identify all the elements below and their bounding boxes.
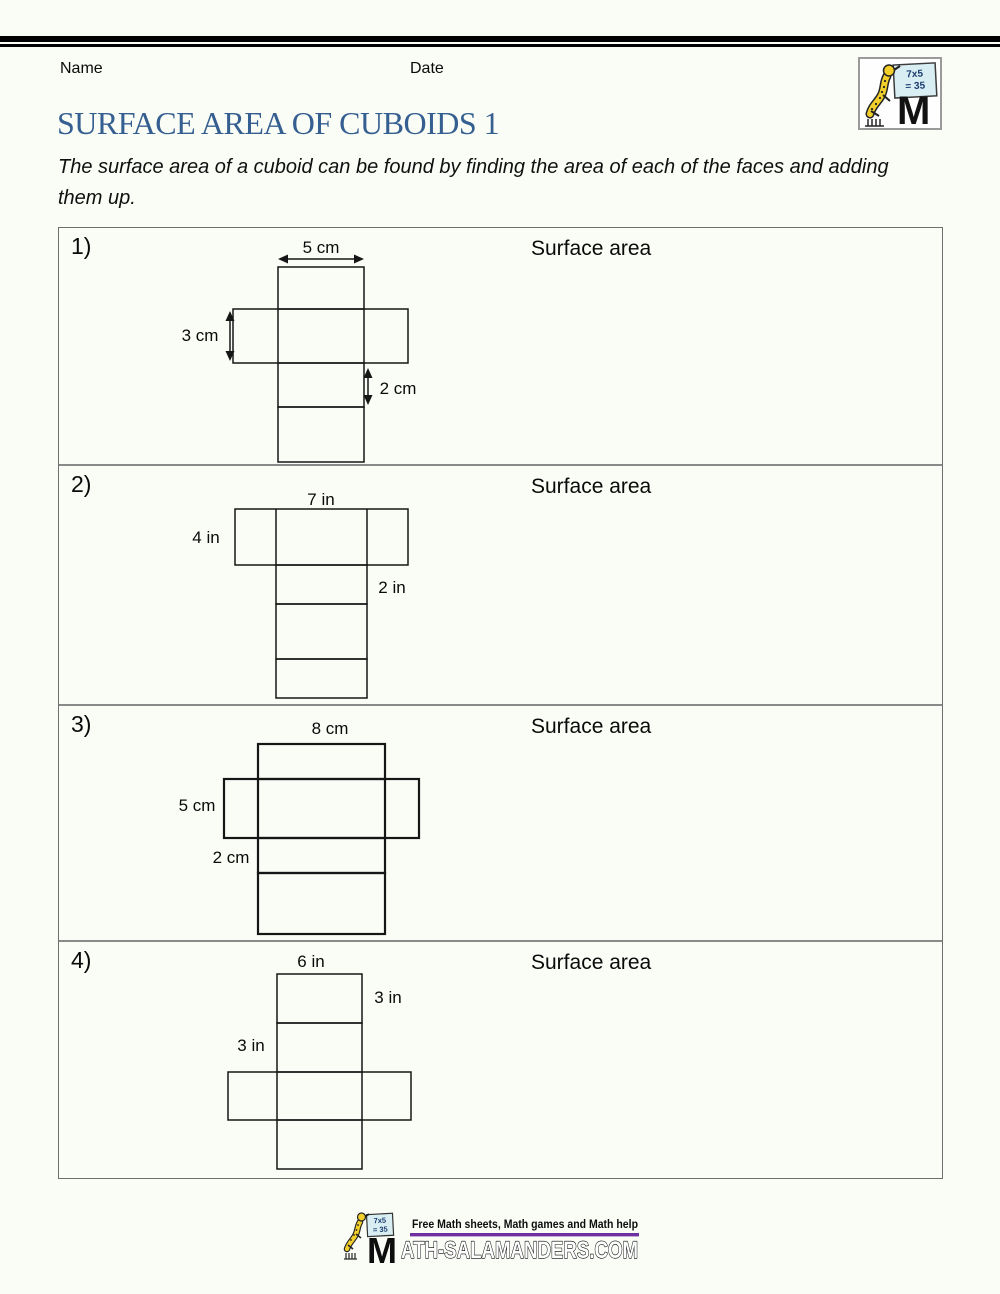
whiteboard-icon: 7x5 = 35	[892, 62, 938, 99]
cuboid-net-3: 8 cm 5 cm 2 cm	[179, 719, 421, 936]
depth-dimension-label: 2 cm	[380, 379, 417, 398]
footer-purple-rule	[410, 1233, 639, 1237]
height-dimension-label: 3 in	[237, 1036, 264, 1055]
svg-text:= 35: = 35	[373, 1225, 388, 1235]
net-faces	[222, 742, 421, 936]
depth-dimension-label: 2 cm	[213, 848, 250, 867]
depth-dimension-label: 3 in	[374, 988, 401, 1007]
height-dimension-label: 5 cm	[179, 796, 216, 815]
problem-number: 1)	[71, 233, 92, 259]
cuboid-net-4: 6 in 3 in 3 in	[227, 952, 412, 1170]
width-dimension-label: 5 cm	[303, 238, 340, 257]
page-title: SURFACE AREA OF CUBOIDS 1	[57, 105, 500, 141]
problem-row-3: 3) Surface area 8 cm 5 cm 2 cm	[59, 704, 942, 940]
logo-graphic: 7x5 = 35 M	[865, 62, 938, 133]
problem-row-1: 1) Surface area 5 cm	[59, 228, 942, 464]
depth-dimension-label: 2 in	[378, 578, 405, 597]
net-faces	[232, 266, 409, 463]
height-dimension-label: 4 in	[192, 528, 219, 547]
svg-text:7x5: 7x5	[906, 69, 924, 81]
salamander-icon	[865, 64, 901, 127]
problem-number: 4)	[71, 947, 92, 973]
top-divider-bar	[0, 36, 1000, 47]
math-salamanders-logo: 7x5 = 35 M	[858, 57, 942, 133]
svg-text:= 35: = 35	[905, 80, 926, 92]
problem-row-4: 4) Surface area 6 in 3 in 3 in	[59, 940, 942, 1178]
surface-area-label: Surface area	[531, 951, 652, 974]
net-faces	[227, 973, 412, 1170]
surface-area-label: Surface area	[531, 715, 652, 738]
depth-dimension-arrow	[363, 368, 373, 405]
footer-m-letter: M	[367, 1230, 397, 1270]
cuboid-net-2: 7 in 4 in 2 in	[192, 490, 409, 699]
instructions-text: The surface area of a cuboid can be foun…	[58, 152, 889, 214]
footer-branding: Free Math sheets, Math games and Math he…	[343, 1212, 639, 1270]
height-dimension-arrow	[225, 311, 235, 361]
logo-m-letter: M	[897, 89, 930, 128]
footer-site-name: ATH-SALAMANDERS.COM	[401, 1237, 638, 1264]
cuboid-net-1: 5 cm 3 cm 2 cm	[182, 238, 417, 463]
footer-tagline: Free Math sheets, Math games and Math he…	[412, 1217, 638, 1231]
surface-area-label: Surface area	[531, 237, 652, 260]
name-field-label: Name	[60, 60, 103, 77]
net-faces	[234, 508, 409, 699]
date-field-label: Date	[410, 60, 444, 77]
instructions-line-2: them up.	[58, 187, 136, 209]
problem-row-2: 2) Surface area 7 in 4 in 2 in	[59, 464, 942, 704]
width-dimension-label: 6 in	[297, 952, 324, 971]
footer-whiteboard-icon: 7x5 = 35	[365, 1212, 395, 1238]
width-dimension-label: 7 in	[307, 490, 334, 509]
instructions-line-1: The surface area of a cuboid can be foun…	[58, 156, 889, 178]
width-dimension-arrow	[278, 254, 364, 264]
footer-salamander-icon	[343, 1212, 370, 1260]
problems-table: 1) Surface area 5 cm	[58, 227, 943, 1179]
height-dimension-label: 3 cm	[182, 326, 219, 345]
width-dimension-label: 8 cm	[312, 719, 349, 738]
surface-area-label: Surface area	[531, 475, 652, 498]
problem-number: 3)	[71, 711, 92, 737]
svg-text:7x5: 7x5	[373, 1216, 386, 1226]
problem-number: 2)	[71, 471, 92, 497]
